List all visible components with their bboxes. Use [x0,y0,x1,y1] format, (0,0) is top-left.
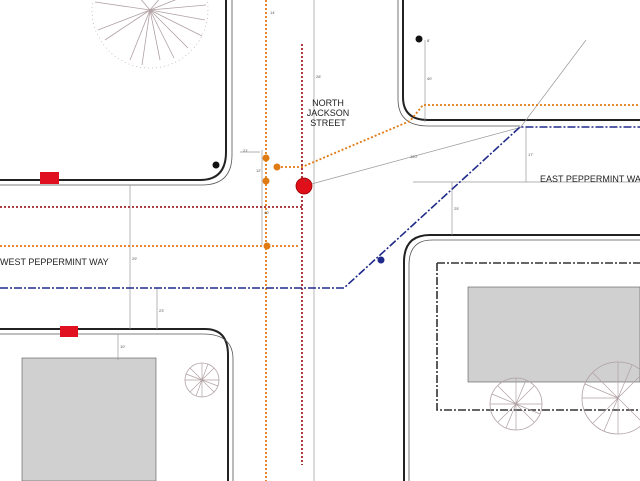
signal-pole-red [295,177,313,195]
tree-southeast-1 [489,377,543,431]
pole-orange-4 [263,242,271,250]
pole-orange-1 [262,154,270,162]
building-southwest [21,357,157,481]
tree-southeast-2 [581,361,640,435]
dim-label: 8' [427,38,430,43]
dim-label: 29' [132,256,137,261]
dim-label: 40' [427,76,432,81]
street-label-north-jackson-2: JACKSON [307,108,350,118]
dim-label: 28' [316,74,321,79]
pole-orange-2 [273,163,281,171]
dim-label: 21' [243,148,248,153]
dim-label: 17' [528,152,533,157]
dim-label: 1' [304,178,307,183]
dim-label: 120' [410,154,418,159]
dim-label: 40' [264,210,269,215]
dim-label: 23' [159,308,164,313]
dim-label: 10' [120,344,125,349]
building-southeast [467,286,640,383]
street-label-west-peppermint: WEST PEPPERMINT WAY [0,257,109,267]
pole-blue [377,256,385,264]
hydrant-south [60,326,78,337]
street-label-north-jackson-3: STREET [310,118,346,128]
dim-label: 14' [270,10,275,15]
street-label-east-peppermint: EAST PEPPERMINT WAY [540,174,640,184]
marker-black-nw [212,161,220,169]
property-line-southeast [436,262,640,411]
dim-label: 25' [454,206,459,211]
pole-orange-3 [262,177,270,185]
hydrant-north [40,172,59,184]
tree-north [91,0,209,69]
street-label-north-jackson-1: NORTH [312,98,344,108]
dim-label: 12' [256,168,261,173]
tree-southwest [184,362,220,398]
blue-utility-line [0,126,640,289]
marker-black-ne [415,35,423,43]
